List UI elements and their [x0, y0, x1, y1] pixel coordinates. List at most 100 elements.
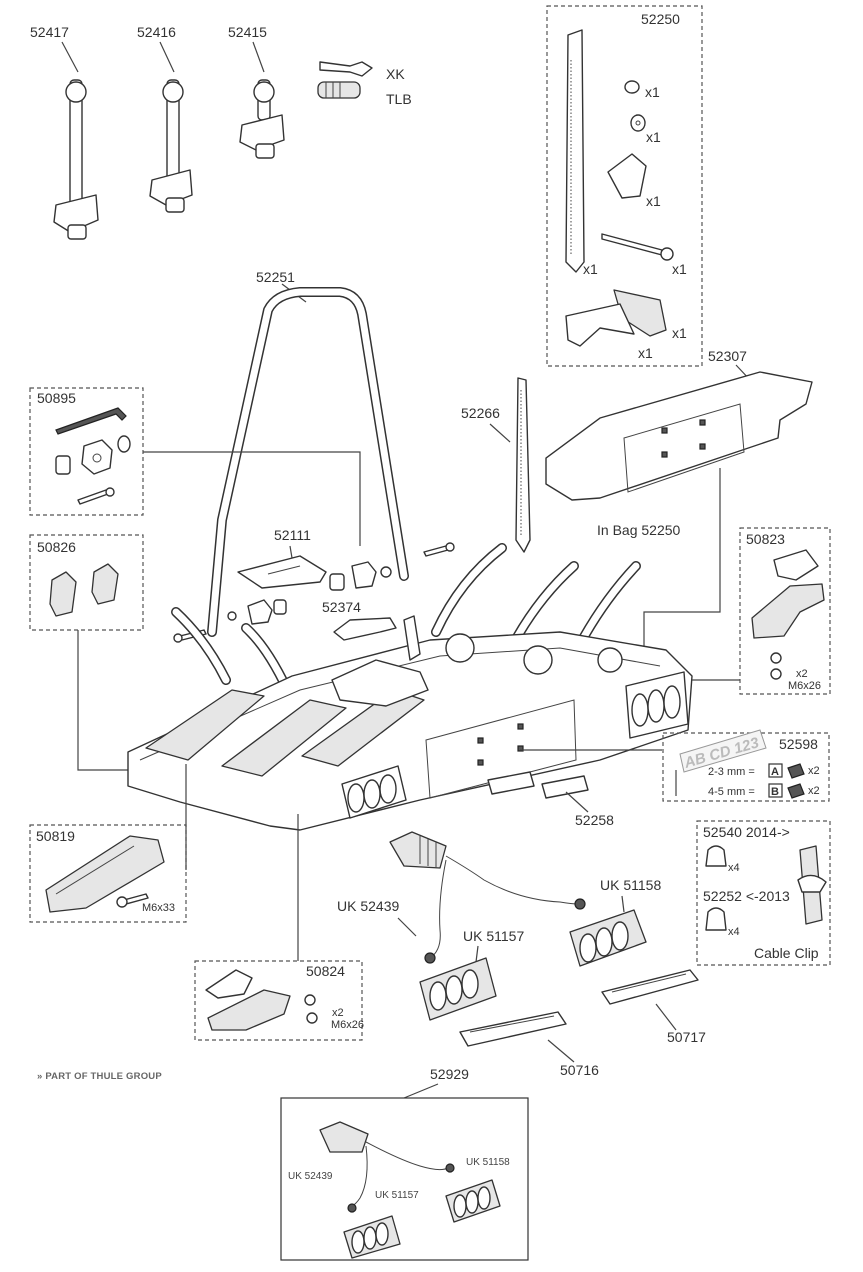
washer-50895-icon [117, 435, 131, 453]
qty-cradle: x1 [638, 345, 653, 361]
box-50824 [194, 960, 363, 1041]
qty-50824: x2 [332, 1007, 344, 1019]
end-cap-upper-icon [773, 549, 819, 581]
box-52598 [662, 732, 830, 802]
qty-a: x2 [808, 765, 820, 777]
label-52111: 52111 [274, 527, 311, 543]
frame-holder-arm-short [239, 79, 285, 159]
label-50716: 50716 [560, 1062, 599, 1078]
label-52307: 52307 [708, 348, 747, 364]
label-in-bag-52250: In Bag 52250 [597, 522, 681, 538]
washer-icon [630, 114, 646, 132]
spacer-left-icon [227, 599, 287, 625]
label-52252: 52252 <-2013 [703, 888, 790, 904]
box-52250 [546, 5, 703, 367]
label-52266: 52266 [461, 405, 500, 421]
label-52417: 52417 [30, 24, 69, 40]
label-50824: 50824 [306, 963, 345, 979]
licence-plate-holder [545, 371, 813, 501]
label-52540: 52540 2014-> [703, 824, 790, 840]
inset-connector-right-icon [445, 1163, 455, 1173]
label-uk-52439: UK 52439 [337, 898, 399, 914]
label-52374: 52374 [322, 599, 361, 615]
connector-left-icon [424, 952, 436, 964]
box-52929-wiring-kit [280, 1097, 529, 1261]
brand-text: PART OF THULE GROUP [45, 1071, 162, 1082]
wheel-tray-end-icon [45, 835, 165, 913]
nut-pair-icon [329, 561, 392, 591]
label-52258: 52258 [575, 812, 614, 828]
label-52598: 52598 [779, 736, 818, 752]
label-tlb: TLB [386, 91, 412, 107]
frame-holder-arm-long [53, 79, 99, 240]
bike-carrier-main-body [127, 543, 693, 831]
end-cap-lower-icon [751, 583, 825, 639]
spacer-icon [55, 455, 71, 475]
knob-icon [81, 439, 113, 475]
box-cable-clip [696, 820, 831, 966]
inset-light-right [445, 1179, 501, 1223]
nut-icon [624, 80, 640, 94]
screw-50824-icon [304, 994, 318, 1024]
inset-label-uk-51158: UK 51158 [466, 1157, 510, 1168]
label-uk-51158: UK 51158 [600, 877, 661, 893]
long-strap [515, 377, 531, 553]
qty-bolt: x1 [672, 261, 687, 277]
key-b: B [771, 786, 779, 798]
label-52929: 52929 [430, 1066, 469, 1082]
box-50819 [29, 824, 187, 923]
qty-50823: x2 [796, 668, 808, 680]
label-50823: 50823 [746, 531, 785, 547]
qty-bracket: x1 [672, 325, 687, 341]
inset-label-uk-52439: UK 52439 [288, 1171, 333, 1182]
tube-with-clip-icon [797, 845, 827, 925]
lock-cylinder-icon [317, 81, 361, 99]
cradle-icon [565, 303, 635, 347]
box-50826 [29, 534, 144, 631]
strap-icon [565, 29, 585, 273]
rear-light-right [569, 909, 647, 967]
label-50826: 50826 [37, 539, 76, 555]
qty-52540: x4 [728, 862, 740, 874]
label-52251: 52251 [256, 269, 295, 285]
cable [445, 855, 579, 905]
label-50819: 50819 [36, 828, 75, 844]
label-cable-clip: Cable Clip [754, 945, 819, 961]
label-50895: 50895 [37, 390, 76, 406]
size-50824: M6x26 [331, 1019, 364, 1031]
folding-hoop [207, 287, 409, 637]
label-thickness-2-3: 2-3 mm = [708, 766, 755, 778]
clamp-icon [607, 153, 647, 199]
clip-52540-icon [705, 845, 727, 867]
rear-light-left [419, 957, 497, 1021]
cable-plug-icon [389, 831, 447, 869]
qty-nut: x1 [645, 84, 660, 100]
size-50823: M6x26 [788, 680, 821, 692]
qty-52252: x4 [728, 926, 740, 938]
box-50823 [739, 527, 831, 695]
tray-cap-upper-icon [205, 969, 253, 999]
clip-b-icon [787, 783, 805, 799]
cable-branch [429, 859, 447, 959]
label-thickness-4-5: 4-5 mm = [708, 786, 755, 798]
bolt-icon [601, 233, 674, 261]
size-50819: M6x33 [142, 902, 175, 914]
frame-holder-arm-medium [149, 79, 193, 213]
top-cover [237, 555, 327, 589]
label-52416: 52416 [137, 24, 176, 40]
chevron-right-icon: » [37, 1071, 45, 1082]
screw-50823-icon [770, 652, 782, 680]
qty-clamp: x1 [646, 193, 661, 209]
bolt-hoop-icon [423, 542, 455, 557]
tray-cap-lower-icon [207, 989, 291, 1031]
key-a: A [771, 766, 779, 778]
cap-left-icon [49, 571, 77, 617]
inset-label-uk-51157: UK 51157 [375, 1190, 419, 1201]
label-50717: 50717 [667, 1029, 706, 1045]
label-xk: XK [386, 66, 405, 82]
label-52415: 52415 [228, 24, 267, 40]
label-uk-51157: UK 51157 [463, 928, 524, 944]
qty-b: x2 [808, 785, 820, 797]
label-52250: 52250 [641, 11, 680, 27]
inset-plug-icon [319, 1121, 369, 1153]
